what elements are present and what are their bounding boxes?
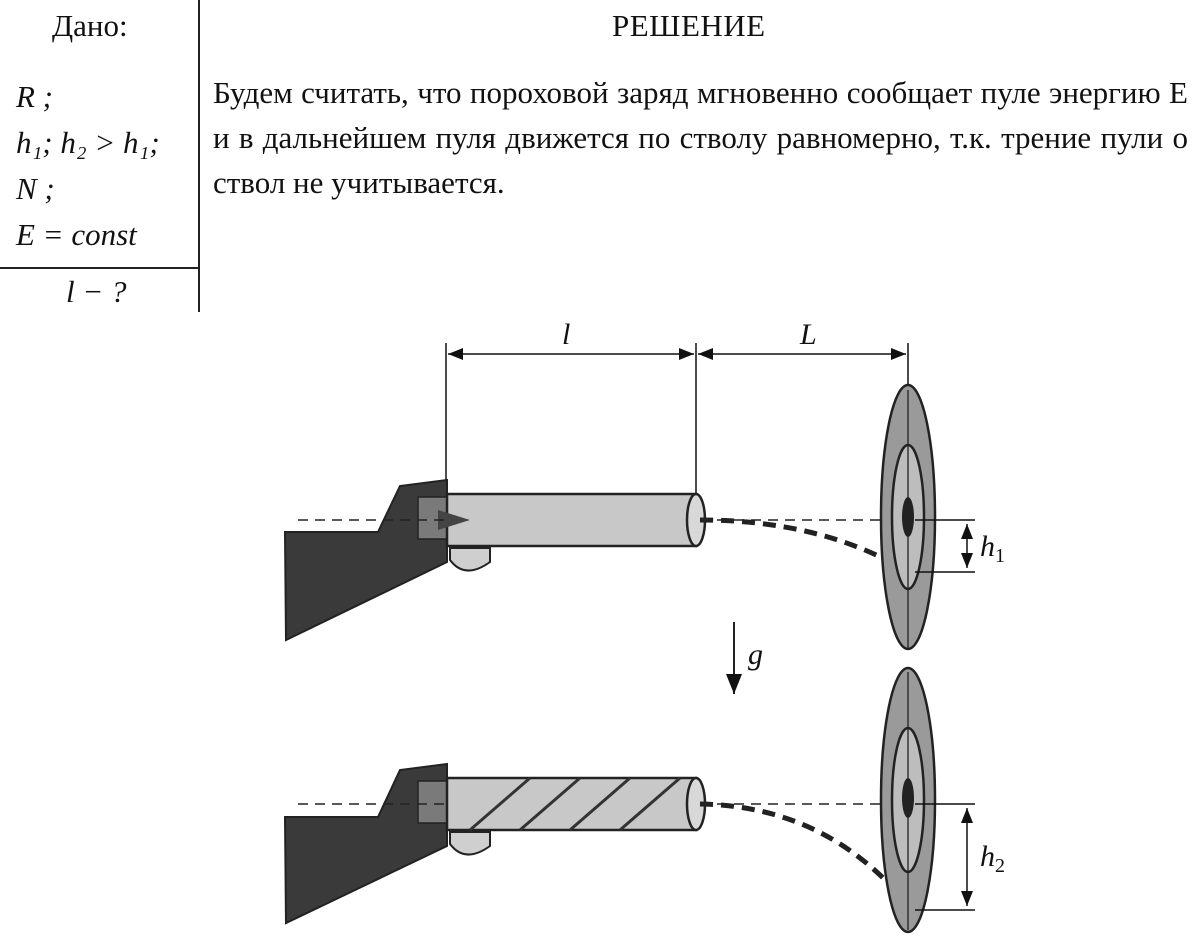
given-line-e: E = const [16, 217, 137, 252]
given-line-h: h₁; h₂ > h₁; [16, 125, 160, 160]
label-h2: h2 [980, 840, 1005, 877]
given-list: R ; h₁; h₂ > h₁; N ; E = const [16, 74, 160, 258]
dimension-lines: l L [445, 318, 909, 520]
given-title: Дано: [52, 8, 128, 43]
gravity-arrow: g [726, 622, 763, 694]
label-gravity: g [748, 638, 763, 671]
solution-title: РЕШЕНИЕ [612, 8, 766, 43]
solution-text: Будем считать, что пороховой заряд мгнов… [213, 75, 1188, 200]
given-divider-horizontal [0, 267, 199, 269]
gun-rifled-barrel [283, 762, 914, 925]
label-barrel-length: l [562, 318, 570, 351]
given-line-n: N ; [16, 171, 55, 206]
given-divider-vertical [198, 0, 200, 312]
target-lower: h2 [879, 666, 1005, 934]
gun-smooth-barrel [283, 478, 907, 642]
label-h1: h1 [980, 530, 1005, 567]
given-block: Дано: R ; h₁; h₂ > h₁; N ; E = const l −… [0, 0, 198, 310]
given-line-r: R ; [16, 79, 54, 114]
unknown-quantity: l − ? [66, 274, 127, 309]
label-distance: L [799, 318, 817, 351]
target-upper: h1 [879, 383, 1005, 651]
